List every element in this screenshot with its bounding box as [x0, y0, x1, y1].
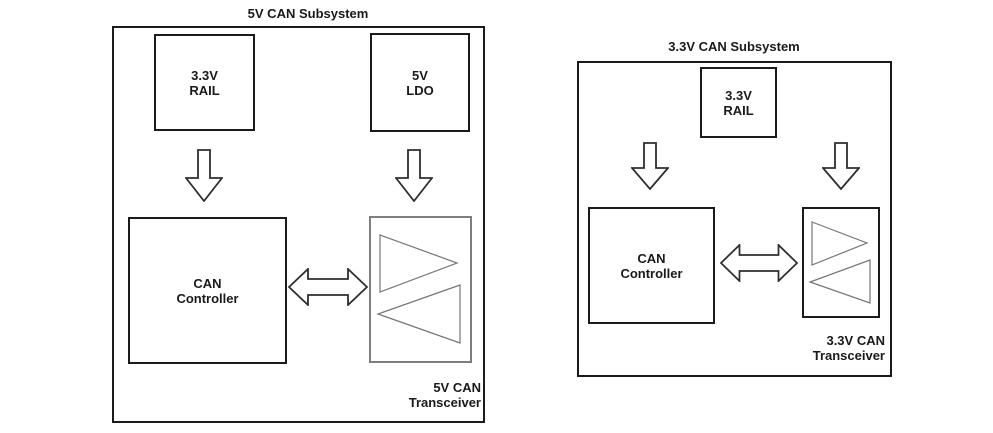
- bidirectional-arrow-icon: [288, 268, 368, 306]
- transmit-triangle-icon: [811, 221, 869, 266]
- transceiver-buffers-icon: [376, 234, 461, 344]
- transceiver-3v3-label: 3.3V CAN Transceiver: [812, 333, 885, 363]
- down-arrow-icon: [822, 142, 860, 190]
- transceiver-5v-box: [369, 216, 472, 363]
- down-arrow-icon: [631, 142, 669, 190]
- rail-3v3-box-right: 3.3V RAIL: [700, 67, 777, 138]
- five-v-subsystem-title: 5V CAN Subsystem: [247, 6, 369, 21]
- down-arrow-icon: [395, 149, 433, 202]
- can-controller-box-right: CAN Controller: [588, 207, 715, 324]
- receive-triangle-icon: [808, 259, 871, 304]
- rail-3v3-box-left: 3.3V RAIL: [154, 34, 255, 131]
- ldo-5v-box: 5V LDO: [370, 33, 470, 132]
- bidirectional-arrow-icon: [720, 244, 798, 282]
- transceiver-5v-label: 5V CAN Transceiver: [408, 380, 481, 410]
- can-controller-box-left: CAN Controller: [128, 217, 287, 364]
- transceiver-buffers-icon: [808, 221, 871, 304]
- three-v3-subsystem-title: 3.3V CAN Subsystem: [668, 39, 800, 54]
- transmit-triangle-icon: [379, 234, 459, 293]
- down-arrow-icon: [185, 149, 223, 202]
- transceiver-3v3-box: [802, 207, 880, 318]
- receive-triangle-icon: [376, 284, 461, 344]
